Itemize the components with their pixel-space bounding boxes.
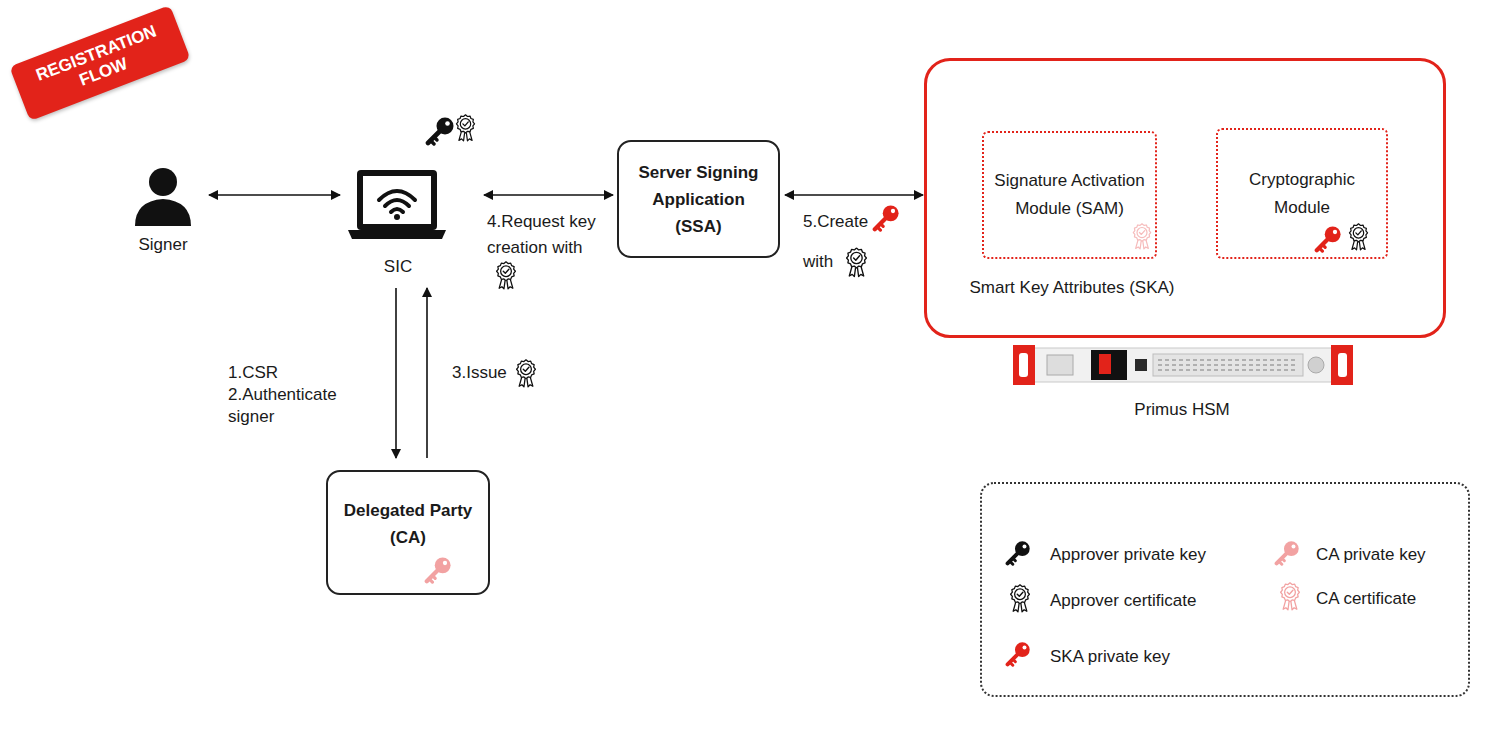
container-label: Smart Key Attributes (SKA) (927, 275, 1217, 301)
client-node: SIC (345, 112, 479, 280)
actor-node: Signer (125, 160, 201, 260)
hsm-device (1013, 345, 1353, 385)
hsm-container: Smart Key Attributes (SKA) Signature Acti… (924, 58, 1446, 338)
box-title: Delegated Party (CA) (338, 497, 478, 551)
certificate-icon (1007, 584, 1033, 613)
box-title: Cryptographic Module (1237, 166, 1367, 222)
edge-label-box: 1.CSR 2.Authenticate signer (228, 362, 378, 428)
legend-box: Approver private key CA private keyApprov… (980, 482, 1470, 697)
key-icon (1005, 540, 1031, 566)
box-title: Signature Activation Module (SAM) (994, 167, 1146, 223)
device-vent (1153, 354, 1303, 376)
device-vent-line (1158, 359, 1298, 361)
edge-label: 1.CSR 2.Authenticate signer (228, 363, 337, 426)
legend-text: CA private key (1316, 544, 1426, 566)
certificate-icon (493, 261, 519, 290)
key-icon (872, 204, 900, 232)
device-display (1091, 350, 1127, 380)
legend-text: SKA private key (1050, 646, 1170, 668)
process-box: Server Signing Application (SSA) (617, 140, 780, 258)
badge-text: REGISTRATION FLOW (27, 19, 172, 107)
certificate-icon (513, 359, 539, 388)
legend-text: Approver certificate (1050, 590, 1196, 612)
connector-arrow (785, 194, 923, 196)
device-port (1135, 359, 1147, 371)
key-icon (1314, 225, 1342, 253)
legend-text: Approver private key (1050, 544, 1206, 566)
device-ear (1331, 345, 1353, 385)
key-icon (424, 556, 452, 584)
process-box: Delegated Party (CA) (326, 470, 490, 595)
client-label: SIC (345, 254, 451, 280)
connector-arrow (426, 288, 428, 458)
connector-arrow (395, 288, 397, 458)
certificate-icon (453, 114, 478, 142)
laptop-icon (348, 112, 448, 242)
key-icon (1274, 540, 1300, 566)
edge-label-box: 5.Create with (803, 202, 873, 282)
device-slot (1047, 355, 1073, 375)
connector-arrow (209, 194, 340, 196)
actor-label: Signer (125, 232, 201, 258)
certificate-icon (1346, 223, 1371, 251)
flow-badge: REGISTRATION FLOW (9, 5, 190, 121)
device-ear (1013, 345, 1035, 385)
certificate-icon (1130, 223, 1154, 250)
device-handle (1019, 353, 1028, 377)
device-vent-line (1158, 364, 1298, 366)
module-box: Signature Activation Module (SAM) (982, 131, 1157, 259)
device-handle (1338, 353, 1347, 377)
device-display-mark (1099, 354, 1111, 374)
edge-label: 5.Create with (803, 212, 868, 271)
certificate-icon (1277, 582, 1303, 611)
edge-label-box: 3.Issue (452, 359, 572, 388)
device-label: Primus HSM (1110, 397, 1254, 423)
device-vent-line (1158, 369, 1298, 371)
box-title: Server Signing Application (SSA) (629, 159, 769, 240)
connector-arrow (484, 194, 613, 196)
key-icon (1005, 641, 1031, 667)
key-icon (425, 116, 455, 146)
edge-label-box: 4.Request key creation with (487, 209, 612, 290)
edge-label: 3.Issue (452, 363, 507, 382)
device-body (1013, 348, 1353, 382)
legend-text: CA certificate (1316, 588, 1416, 610)
certificate-icon (843, 247, 870, 278)
module-box: Cryptographic Module (1216, 128, 1388, 259)
device-button (1308, 357, 1324, 373)
edge-label: 4.Request key creation with (487, 212, 596, 257)
person-icon (125, 160, 201, 230)
